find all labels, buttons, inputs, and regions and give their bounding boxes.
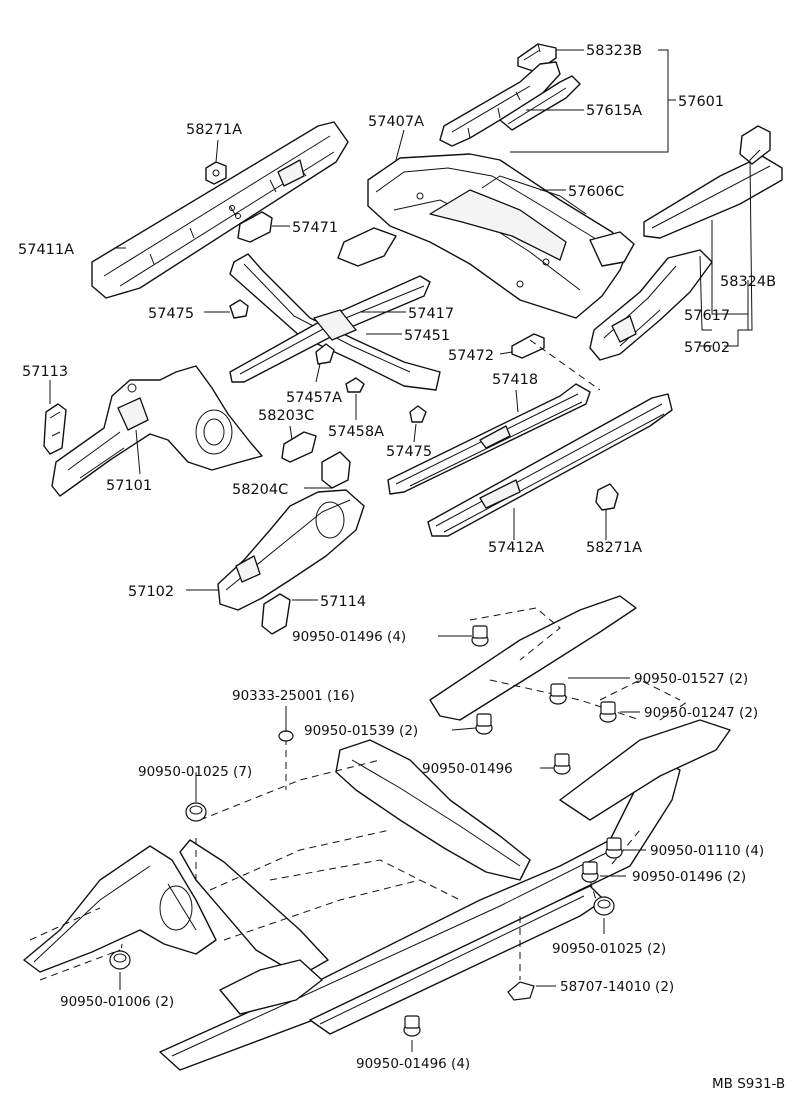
part-57114 xyxy=(261,593,291,635)
plug-58707-14010-2 xyxy=(507,981,535,1001)
part-57418 xyxy=(387,383,591,495)
callout-57113: 57113 xyxy=(22,364,68,380)
part-57601-rail xyxy=(439,61,581,147)
callout-57458A: 57458A xyxy=(328,424,384,440)
callout-90950-01496-4-top: 90950-01496 (4) xyxy=(292,629,406,645)
part-57458A xyxy=(345,377,365,393)
callout-58271A-bottom: 58271A xyxy=(586,540,642,556)
callout-57617: 57617 xyxy=(684,308,730,324)
nut-90950-01247-2 xyxy=(599,701,617,723)
callout-57412A: 57412A xyxy=(488,540,544,556)
nut-90950-01496-4-bottom xyxy=(403,1015,421,1037)
part-57471 xyxy=(237,211,273,243)
callout-57102: 57102 xyxy=(128,584,174,600)
plug-90950-01006-2 xyxy=(109,950,131,970)
callout-90950-01110-4: 90950-01110 (4) xyxy=(650,843,764,859)
callout-90950-01496-4-bottom: 90950-01496 (4) xyxy=(356,1056,470,1072)
callout-58204C: 58204C xyxy=(232,482,288,498)
plug-90950-01025-7 xyxy=(185,802,207,822)
callout-58271A-top: 58271A xyxy=(186,122,242,138)
part-58203C xyxy=(281,431,317,463)
part-57102 xyxy=(217,489,365,611)
part-57472 xyxy=(511,333,545,359)
phantom-lines xyxy=(29,339,691,981)
part-57113 xyxy=(43,403,67,455)
part-57475-left xyxy=(229,299,249,319)
callout-90950-01539-2: 90950-01539 (2) xyxy=(304,723,418,739)
nut-90950-01496-4-top xyxy=(471,625,489,647)
part-58323B xyxy=(517,43,557,73)
part-57475-mid xyxy=(409,405,427,423)
part-57617-57602 xyxy=(589,125,783,361)
callout-57606C: 57606C xyxy=(568,184,624,200)
callout-90950-01025-7: 90950-01025 (7) xyxy=(138,764,252,780)
plug-90950-01025-2 xyxy=(593,896,615,916)
fasteners xyxy=(109,625,623,1037)
callout-57602: 57602 xyxy=(684,340,730,356)
callout-57471: 57471 xyxy=(292,220,338,236)
callout-57475-mid: 57475 xyxy=(386,444,432,460)
callout-57418: 57418 xyxy=(492,372,538,388)
callout-57451: 57451 xyxy=(404,328,450,344)
part-57101 xyxy=(51,365,263,497)
callout-57472: 57472 xyxy=(448,348,494,364)
callout-90950-01496-2: 90950-01496 (2) xyxy=(632,869,746,885)
callout-90950-01496-mid: 90950-01496 xyxy=(422,761,513,777)
callout-labels: 58323B 57601 57615A 58271A 57407A 57606C… xyxy=(18,43,785,1092)
callout-58203C: 58203C xyxy=(258,408,314,424)
nut-90950-01110-4 xyxy=(605,837,623,859)
callout-57114: 57114 xyxy=(320,594,366,610)
callout-90333-25001-16: 90333-25001 (16) xyxy=(232,688,355,704)
callout-58707-14010-2: 58707-14010 (2) xyxy=(560,979,674,995)
part-57411A xyxy=(91,121,349,299)
callout-57457A: 57457A xyxy=(286,390,342,406)
callout-58323B: 58323B xyxy=(586,43,642,59)
part-57407A-57606C xyxy=(337,153,635,319)
callout-90950-01527-2: 90950-01527 (2) xyxy=(634,671,748,687)
nut-90950-01539-2 xyxy=(475,713,493,735)
callout-57615A: 57615A xyxy=(586,103,642,119)
part-58204C xyxy=(321,451,351,489)
callout-57475-left: 57475 xyxy=(148,306,194,322)
callout-57411A: 57411A xyxy=(18,242,74,258)
plug-90333-25001-16 xyxy=(278,730,294,742)
nut-90950-01496-mid xyxy=(553,753,571,775)
nut-90950-01496-2 xyxy=(581,861,599,883)
part-57457A xyxy=(315,343,335,365)
callout-90950-01247-2: 90950-01247 (2) xyxy=(644,705,758,721)
part-57412A xyxy=(427,393,673,537)
part-58271A-top xyxy=(205,161,227,185)
part-57451-57417 xyxy=(229,253,441,391)
callout-57407A: 57407A xyxy=(368,114,424,130)
callout-90950-01025-2: 90950-01025 (2) xyxy=(552,941,666,957)
callout-57101: 57101 xyxy=(106,478,152,494)
nut-90950-01527-2 xyxy=(549,683,567,705)
callout-90950-01006-2: 90950-01006 (2) xyxy=(60,994,174,1010)
callout-57417: 57417 xyxy=(408,306,454,322)
leader-lines xyxy=(49,49,761,1052)
frame-outline xyxy=(23,595,731,1071)
part-58271A-bottom xyxy=(595,483,619,511)
drawing-code: MB S931-B xyxy=(712,1076,785,1092)
callout-57601: 57601 xyxy=(678,94,724,110)
callout-58324B: 58324B xyxy=(720,274,776,290)
